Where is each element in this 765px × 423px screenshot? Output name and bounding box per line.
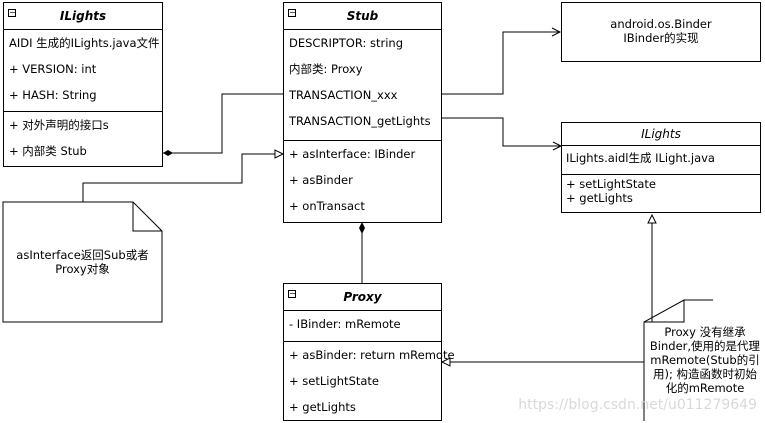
ilights-operations: + 对外声明的接口s + 内部类 Stub <box>4 111 162 164</box>
ilights-class-header: − ILights <box>4 3 162 29</box>
proxy-operation: + asBinder: return mRemote <box>289 348 455 362</box>
proxy-ilights-arrowhead-top <box>647 213 657 224</box>
stub-ilights-arrow-line <box>441 117 561 147</box>
proxy-operations: + asBinder: return mRemote + setLightSta… <box>284 341 455 420</box>
stub-binder-arrow-line <box>441 31 560 95</box>
note-proxy-fold <box>644 300 685 323</box>
note-proxy-line: Proxy 没有继承 <box>664 325 746 339</box>
stub-attribute: 内部类: Proxy <box>289 62 363 76</box>
binder-box[interactable]: android.os.Binder IBinder的实现 <box>561 2 761 62</box>
ilights-right-title: ILights <box>641 127 681 141</box>
ilights-operation: + 对外声明的接口s <box>9 118 109 132</box>
proxy-attributes: - IBinder: mRemote <box>284 310 441 337</box>
note-proxy[interactable]: Proxy 没有继承 Binder,使用的是代理 mRemote(Stub的引 … <box>645 325 765 395</box>
stub-class-title: Stub <box>346 9 379 23</box>
ilights-right-operation: + getLights <box>566 191 633 205</box>
stub-class-header: − Stub <box>284 3 441 29</box>
stub-operation: + asInterface: IBinder <box>289 147 416 161</box>
note-proxy-border <box>644 300 713 421</box>
ilights-right-class-box[interactable]: ILights ILights.aidl生成 ILight.java + set… <box>561 122 761 213</box>
collapse-icon[interactable]: − <box>8 8 16 17</box>
binder-description: IBinder的实现 <box>623 31 699 45</box>
note-asinterface-shape <box>2 201 163 323</box>
stub-operation: + onTransact <box>289 199 365 213</box>
proxy-operation: + getLights <box>289 400 356 414</box>
ilights-right-operation: + setLightState <box>566 177 657 191</box>
proxy-attribute: - IBinder: mRemote <box>289 317 401 331</box>
proxy-class-title: Proxy <box>343 290 382 304</box>
proxy-operation: + setLightState <box>289 374 380 388</box>
note-proxy-line: mRemote(Stub的引 <box>650 353 760 367</box>
collapse-icon[interactable]: − <box>288 8 296 17</box>
note-asinterface-line: asInterface返回Sub或者 <box>16 248 149 262</box>
ilights-attribute: AIDI 生成的ILights.java文件 <box>9 36 160 50</box>
proxy-ilights-line <box>441 223 653 363</box>
stub-attribute: TRANSACTION_getLights <box>289 114 431 128</box>
binder-name: android.os.Binder <box>610 17 712 31</box>
ilights-stub-composition-line <box>163 93 283 154</box>
proxy-ilights-arrowhead-left <box>440 357 451 367</box>
stub-attribute: TRANSACTION_xxx <box>289 88 398 102</box>
note-proxy-line: Binder,使用的是代理 <box>649 339 761 353</box>
ilights-attributes: AIDI 生成的ILights.java文件 + VERSION: int + … <box>4 29 162 108</box>
proxy-class-header: − Proxy <box>284 284 441 310</box>
collapse-icon[interactable]: − <box>288 289 296 298</box>
stub-operation: + asBinder <box>289 173 353 187</box>
note-proxy-outline <box>643 299 713 421</box>
ilights-attribute: + VERSION: int <box>9 62 97 76</box>
ilights-class-box[interactable]: − ILights AIDI 生成的ILights.java文件 + VERSI… <box>3 2 163 167</box>
watermark: https://blog.csdn.net/u011279649 <box>518 397 757 413</box>
ilights-attribute: + HASH: String <box>9 88 97 102</box>
proxy-class-box[interactable]: − Proxy - IBinder: mRemote + asBinder: r… <box>283 283 455 421</box>
note-proxy-line: 用); 构造函数时初始 <box>652 367 757 381</box>
ilights-right-attribute: ILights.aidl生成 ILight.java <box>566 151 715 165</box>
note-proxy-line: 化的mRemote <box>665 381 745 395</box>
note-asinterface-fold <box>132 202 162 232</box>
ilights-right-header: ILights <box>562 123 760 145</box>
note-asinterface-line <box>82 153 276 202</box>
ilights-class-title: ILights <box>59 9 107 23</box>
note-asinterface[interactable]: asInterface返回Sub或者 Proxy对象 <box>3 248 162 276</box>
ilights-right-operations: + setLightState + getLights <box>562 174 760 205</box>
stub-class-box[interactable]: − Stub DESCRIPTOR: string 内部类: Proxy TRA… <box>283 2 442 223</box>
stub-attribute: DESCRIPTOR: string <box>289 36 404 50</box>
ilights-right-attributes: ILights.aidl生成 ILight.java <box>562 145 760 171</box>
composition-diamond <box>163 150 173 156</box>
stub-binder-arrowhead <box>551 27 562 37</box>
note-asinterface-line: Proxy对象 <box>55 262 110 276</box>
stub-operations: + asInterface: IBinder + asBinder + onTr… <box>284 140 441 219</box>
ilights-operation: + 内部类 Stub <box>9 144 87 158</box>
stub-attributes: DESCRIPTOR: string 内部类: Proxy TRANSACTIO… <box>284 29 441 134</box>
note-asinterface-arrowhead <box>274 149 285 159</box>
stub-proxy-diamond <box>359 222 365 234</box>
